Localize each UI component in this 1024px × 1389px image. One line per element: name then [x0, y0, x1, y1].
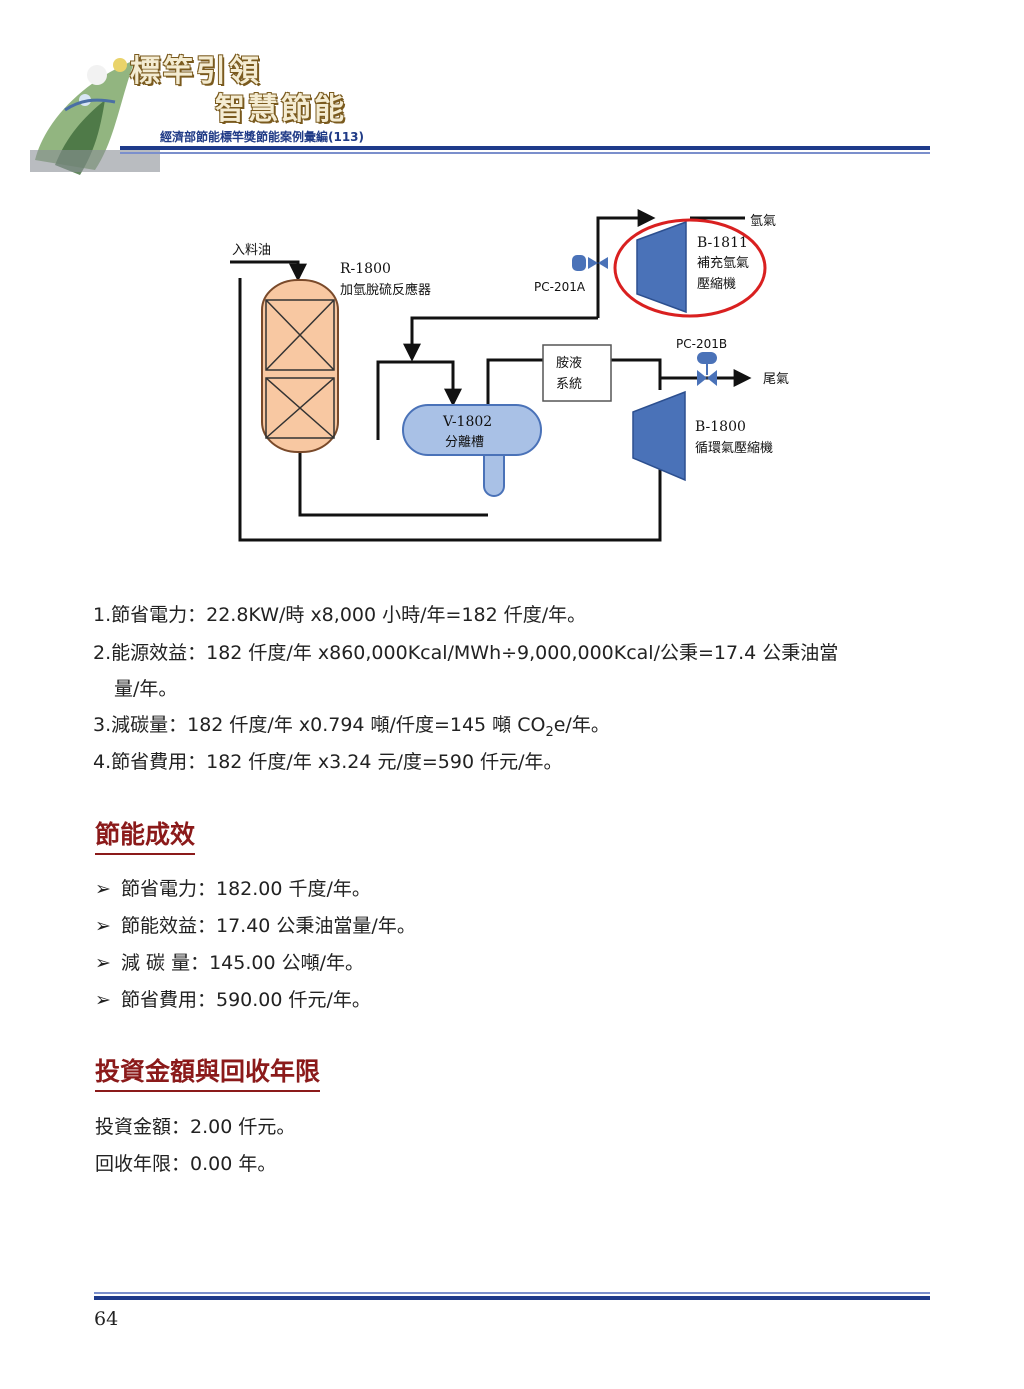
calc-line-3-post: e/年。: [553, 714, 610, 736]
calc-line-2a: 2.能源效益：182 仟度/年 x860,000Kcal/MWh÷9,000,0…: [93, 642, 839, 664]
list-item: ➢ 節省費用：590.00 仟元/年。: [95, 985, 416, 1022]
label-b1811-name1: 補充氫氣: [697, 255, 749, 271]
calc-line-1: 1.節省電力：22.8KW/時 x8,000 小時/年=182 仟度/年。: [93, 604, 587, 626]
results-heading: 節能成效: [95, 815, 196, 855]
header-title-line-2: 智慧節能: [215, 92, 347, 127]
bullet-arrow-icon: ➢: [95, 915, 111, 937]
investment-heading: 投資金額與回收年限: [95, 1052, 321, 1092]
footer-rule: [94, 1296, 930, 1300]
label-v1802-id: V-1802: [442, 414, 492, 430]
result-text: 減 碳 量：145.00 公噸/年。: [121, 952, 365, 974]
bullet-arrow-icon: ➢: [95, 989, 111, 1011]
valve-pc201a-icon: [572, 255, 608, 271]
header-title-line-1: 標竿引領: [130, 54, 262, 89]
label-feed-oil: 入料油: [232, 243, 271, 258]
result-text: 節省電力：182.00 千度/年。: [121, 878, 371, 900]
footer-rule-thin: [94, 1292, 930, 1294]
calc-line-3-main: 3.減碳量：182 仟度/年 x0.794 噸/仟度=145 噸 CO: [93, 714, 546, 736]
highlight-circle: [613, 218, 767, 318]
list-item: ➢ 節能效益：17.40 公秉油當量/年。: [95, 911, 416, 948]
calc-line-3: 3.減碳量：182 仟度/年 x0.794 噸/仟度=145 噸 CO2e/年。: [93, 710, 610, 740]
calc-line-4: 4.節省費用：182 仟度/年 x3.24 元/度=590 仟元/年。: [93, 751, 563, 773]
reactor-r1800: [261, 279, 339, 453]
list-item: ➢ 節省電力：182.00 千度/年。: [95, 874, 416, 911]
header-rule-thin: [120, 152, 930, 154]
label-amine-2: 系統: [556, 377, 582, 392]
list-item: ➢ 減 碳 量：145.00 公噸/年。: [95, 948, 416, 985]
label-b1811-id: B-1811: [697, 235, 748, 251]
label-reactor-id: R-1800: [340, 261, 391, 277]
header-logo-art: [30, 58, 160, 175]
label-b1800-name: 循環氣壓縮機: [695, 440, 773, 456]
process-flow-diagram: 入料油 R-1800 加氫脫硫反應器 氫氣 B-1811 補充氫氣 壓縮機 PC…: [230, 209, 789, 542]
bullet-arrow-icon: ➢: [95, 878, 111, 900]
label-v1802-name: 分離槽: [445, 435, 484, 450]
compressor-b1811: [636, 220, 687, 314]
results-list: ➢節省電力：182.00 千度/年。 ➢節能效益：17.40 公秉油當量/年。 …: [95, 874, 416, 1022]
amine-system-box: [542, 344, 612, 402]
label-amine-1: 胺液: [556, 356, 582, 371]
page-number: 64: [94, 1308, 119, 1330]
compressor-b1800: [632, 390, 686, 482]
label-reactor-name: 加氫脫硫反應器: [340, 282, 431, 298]
bullet-arrow-icon: ➢: [95, 952, 111, 974]
investment-amount: 投資金額：2.00 仟元。: [95, 1116, 296, 1138]
separator-v1802: [402, 404, 542, 497]
label-b1800-id: B-1800: [695, 419, 746, 435]
payback-period: 回收年限：0.00 年。: [95, 1153, 277, 1175]
label-pc201b: PC-201B: [676, 337, 727, 351]
header-subtitle: 經濟部節能標竿獎節能案例彙編(113): [160, 130, 365, 144]
label-pc201a: PC-201A: [534, 280, 586, 294]
header-rule: [120, 146, 930, 150]
label-tail-gas: 尾氣: [763, 372, 789, 387]
valve-pc201b-icon: [697, 352, 717, 386]
label-b1811-name2: 壓縮機: [697, 276, 736, 292]
result-text: 節能效益：17.40 公秉油當量/年。: [121, 915, 416, 937]
calc-line-3-sub: 2: [545, 724, 554, 740]
label-hydrogen: 氫氣: [750, 214, 776, 229]
calc-line-2b: 量/年。: [114, 678, 178, 700]
result-text: 節省費用：590.00 仟元/年。: [121, 989, 371, 1011]
